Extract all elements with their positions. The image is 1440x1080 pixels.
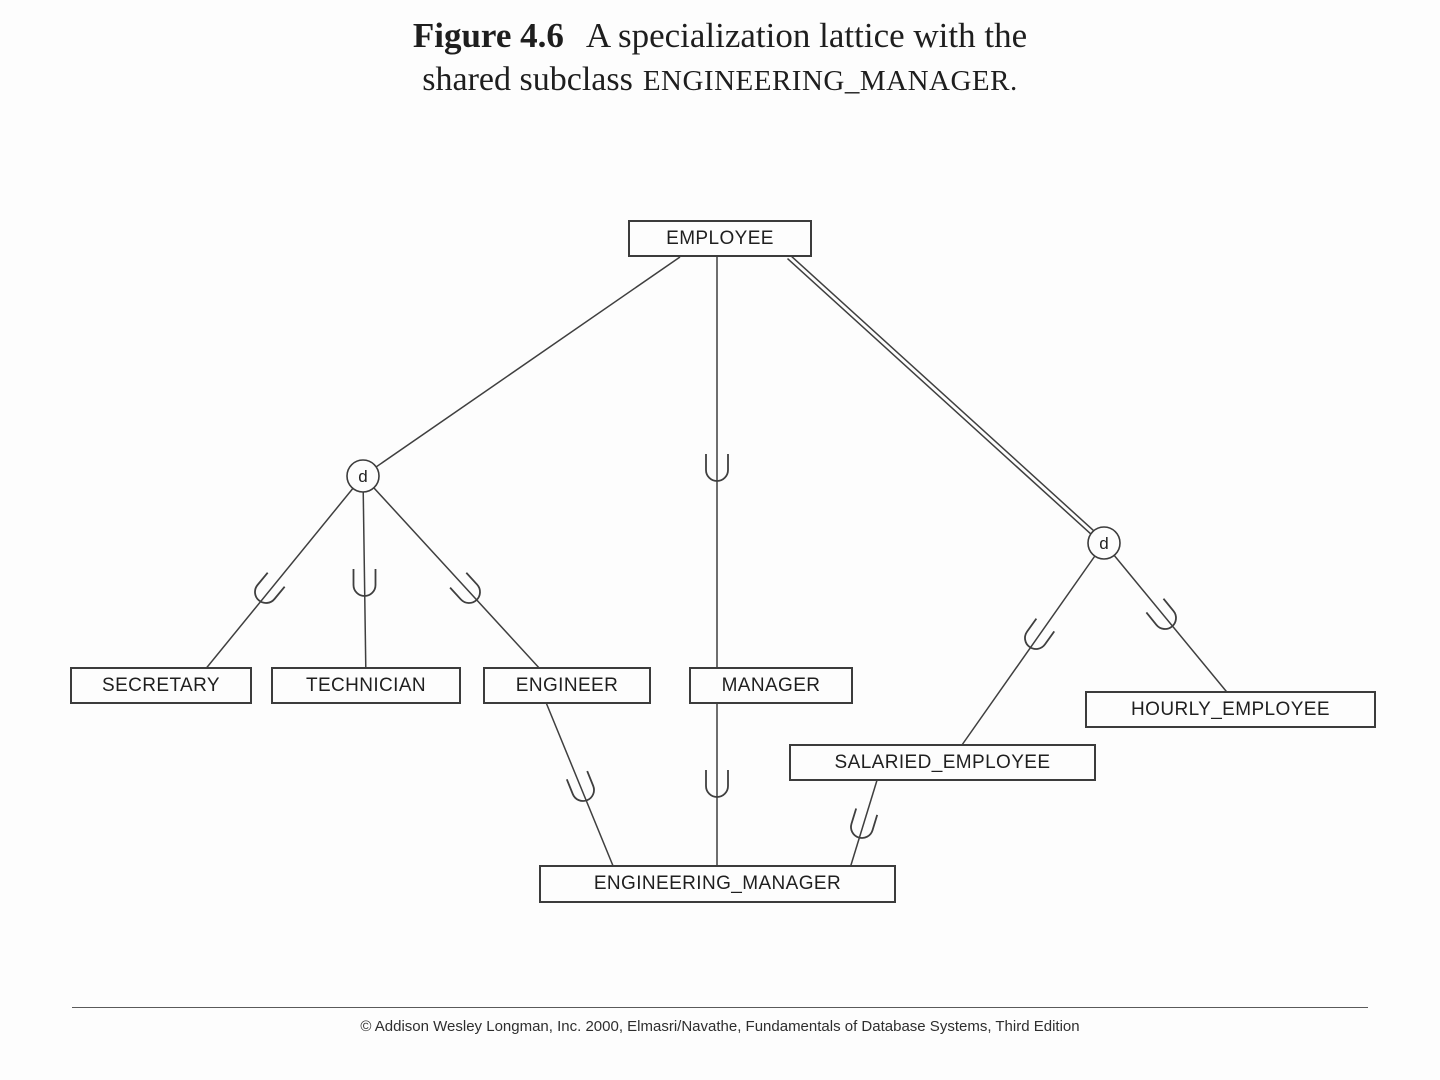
edge-dleft-secretary [194, 475, 364, 683]
entity-technician: TECHNICIAN [271, 667, 461, 704]
edge-dright-salaried [949, 542, 1105, 763]
edge-dleft-technician [362, 475, 367, 683]
subset-symbol-engmanager-from-engineer [565, 770, 599, 806]
edge-group [194, 254, 1241, 879]
entity-engineering-manager-label: ENGINEERING_MANAGER [593, 873, 842, 894]
figure-title-entity-name: ENGINEERING_MANAGER. [642, 65, 1018, 97]
figure-number: Figure 4.6 [412, 16, 564, 55]
edge-employee-dright-outer [786, 258, 1104, 546]
disjoint-label-right: d [1099, 534, 1108, 553]
figure-title-line1: Figure 4.6 A specialization lattice with … [0, 14, 1440, 58]
disjoint-circle-left [346, 459, 380, 493]
footer-divider [72, 1007, 1368, 1008]
entity-secretary: SECRETARY [70, 667, 252, 704]
edge-dleft-engineer [362, 475, 553, 683]
figure-title: Figure 4.6 A specialization lattice with … [0, 14, 1440, 103]
entity-hourly-employee-label: HOURLY_EMPLOYEE [1131, 698, 1330, 720]
disjoint-circle-right [1087, 526, 1121, 560]
entity-manager-label: MANAGER [721, 674, 821, 696]
figure-title-line2-prefix: shared subclass [422, 61, 633, 98]
edge-employee-dleft [362, 256, 681, 477]
edge-salaried-engmanager [846, 776, 879, 879]
figure-title-text: A specialization lattice with the [585, 16, 1028, 55]
entity-employee-label: EMPLOYEE [666, 227, 774, 249]
entity-employee: EMPLOYEE [628, 220, 812, 257]
entity-engineering-manager: ENGINEERING_MANAGER [539, 865, 896, 903]
entity-engineer: ENGINEER [483, 667, 651, 704]
entity-secretary-label: SECRETARY [102, 674, 220, 696]
entity-manager: MANAGER [689, 667, 853, 704]
edge-engineer-engmanager [544, 699, 619, 879]
entity-salaried-employee-label: SALARIED_EMPLOYEE [834, 751, 1051, 773]
copyright-text: © Addison Wesley Longman, Inc. 2000, Elm… [360, 1018, 1080, 1035]
subset-symbol-salaried [1019, 617, 1056, 655]
edge-employee-dright-inner [789, 254, 1107, 542]
entity-hourly-employee: HOURLY_EMPLOYEE [1085, 691, 1376, 728]
entity-technician-label: TECHNICIAN [305, 674, 427, 696]
entity-salaried-employee: SALARIED_EMPLOYEE [789, 744, 1096, 781]
figure-title-line2: shared subclass ENGINEERING_MANAGER. [0, 58, 1440, 103]
entity-engineer-label: ENGINEER [515, 674, 619, 696]
disjoint-label-left: d [358, 467, 367, 486]
